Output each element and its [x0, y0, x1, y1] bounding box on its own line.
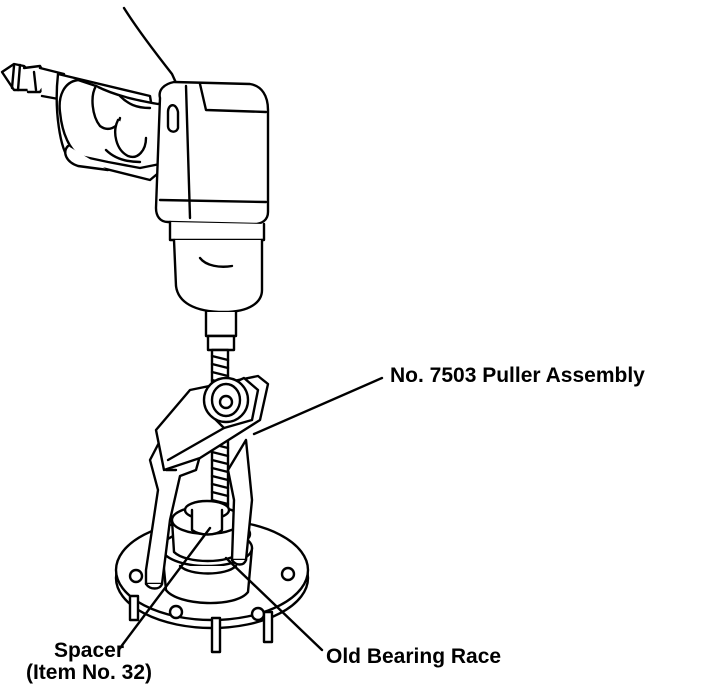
puller-assembly-label: No. 7503 Puller Assembly — [390, 364, 645, 387]
air-hose-fitting-icon — [0, 62, 66, 102]
leader-lines — [118, 376, 384, 652]
spacer-label-line1: Spacer — [53, 639, 125, 662]
wheel-stud-icon — [128, 594, 274, 654]
hand-icon — [58, 6, 184, 172]
puller-leader-line — [252, 376, 384, 436]
impact-wrench-icon — [154, 80, 270, 352]
spacer-label: Spacer (Item No. 32) — [4, 640, 174, 684]
old-bearing-race-label: Old Bearing Race — [326, 645, 502, 668]
bearing-stack — [160, 499, 254, 605]
spacer-label-line2: (Item No. 32) — [25, 661, 153, 684]
puller-assembly-icon — [144, 374, 270, 590]
race-leader-line — [224, 556, 324, 652]
spacer-leader-line — [118, 526, 212, 650]
